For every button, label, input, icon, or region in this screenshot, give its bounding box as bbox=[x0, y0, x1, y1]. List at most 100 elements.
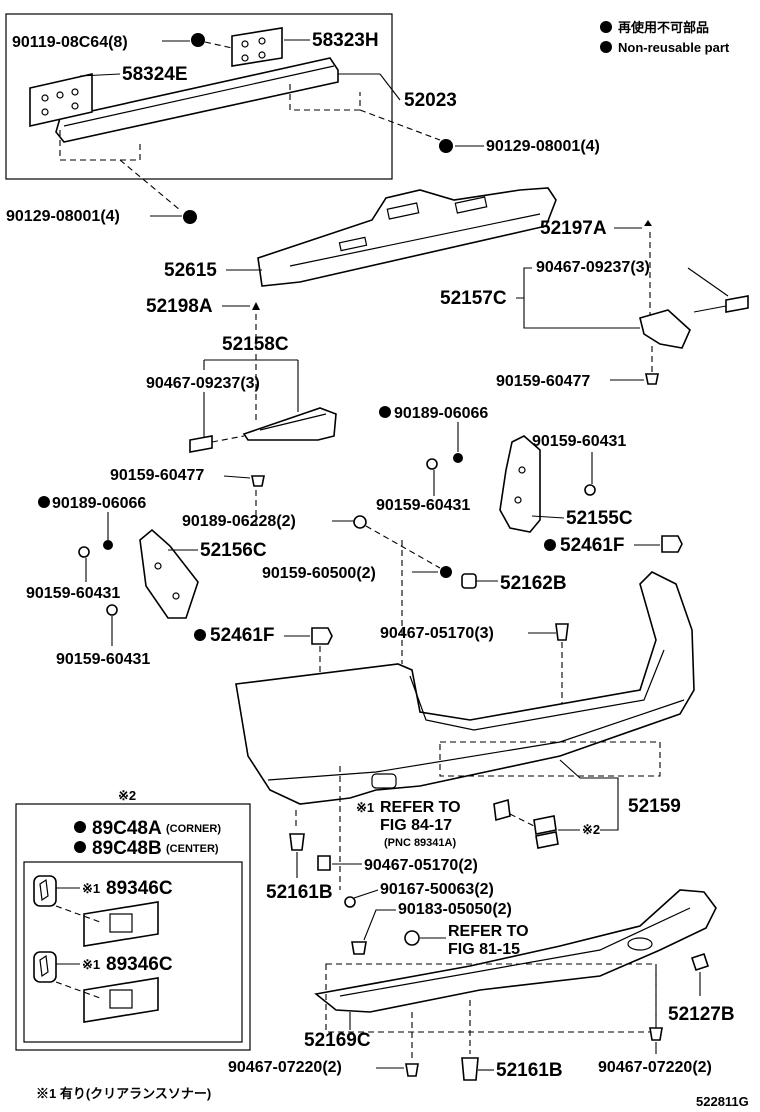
label-90129-08001-left: 90129-08001(4) bbox=[6, 208, 120, 225]
label-89346c-1-mark: ※1 bbox=[82, 881, 100, 896]
bumper-cover-52159 bbox=[235, 571, 695, 805]
dot-89c48b bbox=[74, 841, 86, 853]
label-90189-06066-right: 90189-06066 bbox=[394, 405, 488, 422]
label-89c48b-note: (CENTER) bbox=[166, 843, 219, 855]
beam-52023 bbox=[55, 57, 339, 143]
figure-id: 522811G bbox=[696, 1094, 749, 1109]
label-52158c: 52158C bbox=[222, 334, 289, 355]
retainer-89c48-2 bbox=[83, 977, 159, 1023]
label-90467-05170-3: 90467-05170(3) bbox=[380, 625, 494, 642]
screw-90159-60477-right bbox=[645, 373, 659, 385]
ref1-tag: ※2 bbox=[582, 822, 600, 837]
label-52198a: 52198A bbox=[146, 296, 213, 317]
label-90119-08c64: 90119-08C64(8) bbox=[12, 34, 128, 51]
label-52197a: 52197A bbox=[540, 218, 607, 239]
label-90159-60431-l2: 90159-60431 bbox=[56, 651, 150, 668]
label-90167-50063: 90167-50063(2) bbox=[380, 881, 494, 898]
label-90189-06066-left: 90189-06066 bbox=[52, 495, 146, 512]
bracket-58323h bbox=[231, 27, 283, 67]
label-58324e: 58324E bbox=[122, 64, 188, 85]
dot-52461f-right bbox=[544, 539, 556, 551]
pad-52162b bbox=[461, 573, 477, 589]
clip-90159-60431-r2 bbox=[584, 484, 596, 496]
clip-90159-60431-r1 bbox=[426, 458, 438, 470]
clip-52161b-top bbox=[289, 833, 305, 851]
retainer-52158c bbox=[242, 407, 337, 441]
label-89346c-2: 89346C bbox=[106, 954, 173, 975]
cap-52127b bbox=[690, 952, 710, 972]
clip-90467-05170-3 bbox=[555, 623, 569, 641]
nut-90189-06228 bbox=[353, 515, 367, 529]
label-89c48b: 89C48B bbox=[92, 838, 162, 859]
label-90159-60477-left: 90159-60477 bbox=[110, 467, 204, 484]
dot-90189-06066-left bbox=[38, 496, 50, 508]
bolt-90167 bbox=[344, 896, 356, 908]
label-90189-06228: 90189-06228(2) bbox=[182, 513, 296, 530]
label-52461f-left: 52461F bbox=[210, 625, 274, 646]
screw-90467-right bbox=[725, 295, 749, 313]
screw-90467-07220-right bbox=[649, 1027, 663, 1041]
label-52162b: 52162B bbox=[500, 573, 567, 594]
bolt-90129-left bbox=[183, 210, 197, 224]
sensor-bracket-1 bbox=[493, 798, 511, 822]
legend-en: Non-reusable part bbox=[618, 40, 730, 55]
ref1-line1: REFER TO bbox=[380, 799, 461, 816]
nut-90189-right bbox=[453, 453, 463, 463]
ref2-fastener bbox=[404, 930, 420, 946]
screw-90467-07220-left bbox=[405, 1063, 419, 1077]
ref1-line3: (PNC 89341A) bbox=[384, 837, 456, 849]
bracket-52156c bbox=[139, 528, 199, 619]
clip-52198a bbox=[252, 302, 260, 310]
clip-90159-60431-l2 bbox=[106, 604, 118, 616]
label-90159-60431-r2: 90159-60431 bbox=[532, 433, 626, 450]
sensor-89346c-1 bbox=[33, 875, 57, 907]
bracket-58324e bbox=[29, 72, 93, 128]
label-89c48a-note: (CORNER) bbox=[166, 823, 221, 835]
pad-52461f-left bbox=[311, 627, 333, 645]
ref1-line2: FIG 84-17 bbox=[380, 817, 452, 834]
ref2-line2: FIG 81-15 bbox=[448, 941, 520, 958]
label-90467-09237-right: 90467-09237(3) bbox=[536, 259, 650, 276]
retainer-89c48-1 bbox=[83, 901, 159, 947]
label-52161b-bottom: 52161B bbox=[496, 1060, 563, 1081]
retainer-52157c bbox=[639, 309, 691, 349]
label-52461f-right: 52461F bbox=[560, 535, 624, 556]
label-90467-07220-right: 90467-07220(2) bbox=[598, 1059, 712, 1076]
sensor-89346c-2 bbox=[33, 951, 57, 983]
dot-90189-06066-right bbox=[379, 406, 391, 418]
lower-spoiler-52169c bbox=[314, 889, 717, 1013]
legend-dot-en bbox=[600, 41, 612, 53]
label-58323h: 58323H bbox=[312, 30, 379, 51]
clip-52197a bbox=[644, 220, 652, 226]
dot-52461f-left bbox=[194, 629, 206, 641]
screw-90159-60477-left bbox=[251, 475, 265, 487]
clip-90159-60431-l1 bbox=[78, 546, 90, 558]
clip-90183 bbox=[351, 941, 367, 955]
label-90159-60431-l1: 90159-60431 bbox=[26, 585, 120, 602]
bolt-90129-right bbox=[439, 139, 453, 153]
pad-52461f-right bbox=[661, 535, 683, 553]
bracket-52155c bbox=[499, 435, 541, 533]
sensor-bracket-3 bbox=[535, 831, 559, 849]
screw-90467-left bbox=[189, 435, 213, 453]
label-52159: 52159 bbox=[628, 796, 681, 817]
label-90183-05050: 90183-05050(2) bbox=[398, 901, 512, 918]
label-89346c-1: 89346C bbox=[106, 878, 173, 899]
nut-90189-left bbox=[103, 540, 113, 550]
label-90129-08001-right: 90129-08001(4) bbox=[486, 138, 600, 155]
inset-title: ※2 bbox=[118, 788, 136, 803]
legend-dot-jp bbox=[600, 21, 612, 33]
label-89346c-2-mark: ※1 bbox=[82, 957, 100, 972]
label-90159-60500: 90159-60500(2) bbox=[262, 565, 376, 582]
label-90467-07220-left: 90467-07220(2) bbox=[228, 1059, 342, 1076]
label-52156c: 52156C bbox=[200, 540, 267, 561]
nut-90119 bbox=[191, 33, 205, 47]
legend-jp: 再使用不可部品 bbox=[618, 20, 709, 35]
label-89c48a: 89C48A bbox=[92, 818, 162, 839]
label-52161b-top: 52161B bbox=[266, 882, 333, 903]
inset-inner-box bbox=[23, 861, 243, 1043]
ref1-mark: ※1 bbox=[356, 800, 374, 815]
label-90159-60431-r1: 90159-60431 bbox=[376, 497, 470, 514]
